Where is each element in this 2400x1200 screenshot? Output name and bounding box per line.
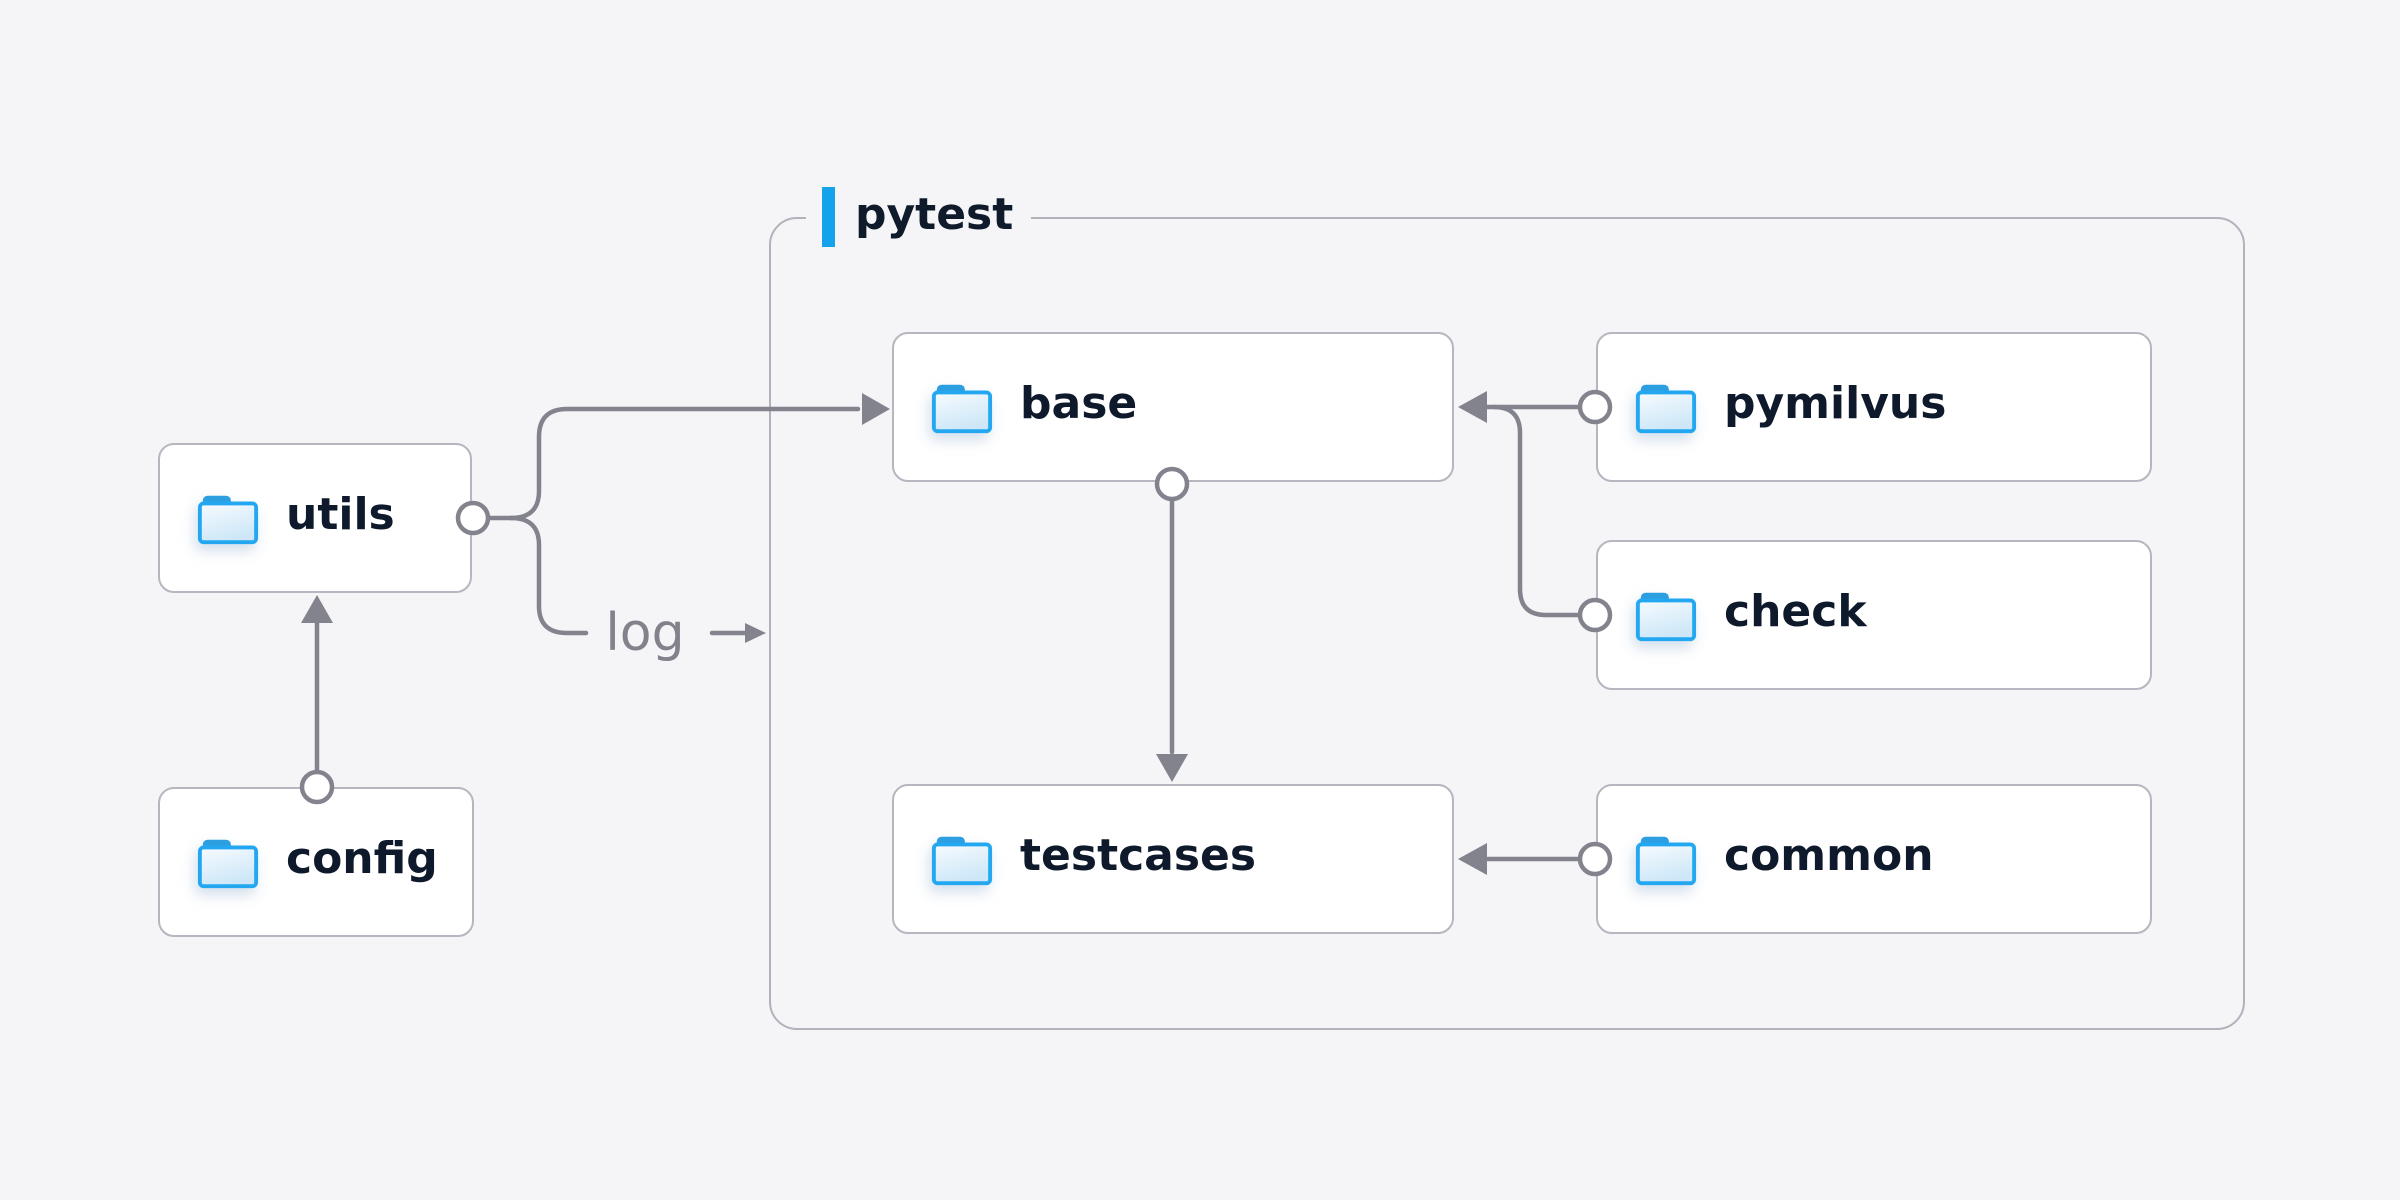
node-config: config (158, 787, 474, 937)
node-label: common (1724, 830, 1934, 881)
arrowhead-right-log (745, 623, 766, 643)
node-label: pymilvus (1724, 378, 1947, 429)
node-label: config (286, 833, 438, 884)
node-utils: utils (158, 443, 472, 593)
folder-icon (1635, 592, 1697, 642)
folder-icon (931, 836, 993, 886)
pytest-group-box (769, 217, 2245, 1030)
node-label: testcases (1020, 830, 1257, 881)
node-label: base (1020, 378, 1138, 429)
folder-icon (1635, 384, 1697, 434)
pytest-group-title: pytest (855, 189, 1014, 240)
edge-utils-log (508, 515, 589, 636)
folder-icon (197, 495, 259, 545)
node-base: base (892, 332, 1454, 482)
accent-bar (822, 187, 835, 247)
folder-icon (197, 839, 259, 889)
folder-icon (1635, 836, 1697, 886)
pytest-group-label: pytest (806, 183, 1032, 251)
node-testcases: testcases (892, 784, 1454, 934)
folder-icon (931, 384, 993, 434)
arrowhead-up-utils (301, 595, 333, 623)
node-pymilvus: pymilvus (1596, 332, 2152, 482)
node-label: utils (286, 489, 395, 540)
node-label: check (1724, 586, 1867, 637)
node-common: common (1596, 784, 2152, 934)
node-check: check (1596, 540, 2152, 690)
log-edge-label: log (605, 603, 685, 663)
